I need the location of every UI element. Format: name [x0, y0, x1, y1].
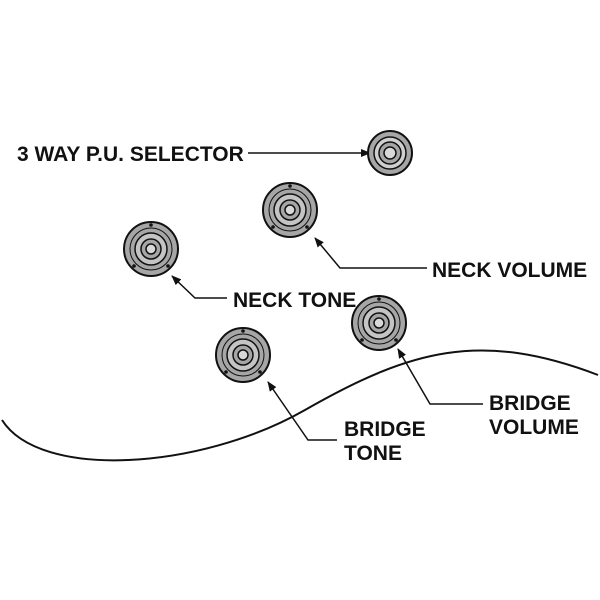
- neck-tone-knob-icon: [123, 221, 179, 277]
- selector-switch-icon: [367, 130, 413, 176]
- bridge-volume-label-line1: BRIDGE: [489, 392, 571, 415]
- bridge-tone-knob-icon: [215, 327, 271, 383]
- bridge-tone-label-line1: BRIDGE: [344, 418, 426, 441]
- bridge-volume-knob-icon: [351, 295, 407, 351]
- selector-label: 3 WAY P.U. SELECTOR: [17, 143, 244, 166]
- bridge-volume-label-line2: VOLUME: [489, 416, 579, 439]
- neck-tone-leader-line: [171, 275, 227, 299]
- neck-volume-leader-line: [314, 237, 427, 269]
- neck-tone-label: NECK TONE: [233, 289, 356, 312]
- neck-volume-label: NECK VOLUME: [432, 259, 587, 282]
- bridge-volume-leader-line: [397, 348, 483, 405]
- bridge-tone-leader-line: [267, 381, 337, 441]
- bridge-tone-label-line2: TONE: [344, 442, 402, 465]
- neck-volume-knob-icon: [262, 182, 318, 238]
- guitar-body-outline: [1, 349, 599, 462]
